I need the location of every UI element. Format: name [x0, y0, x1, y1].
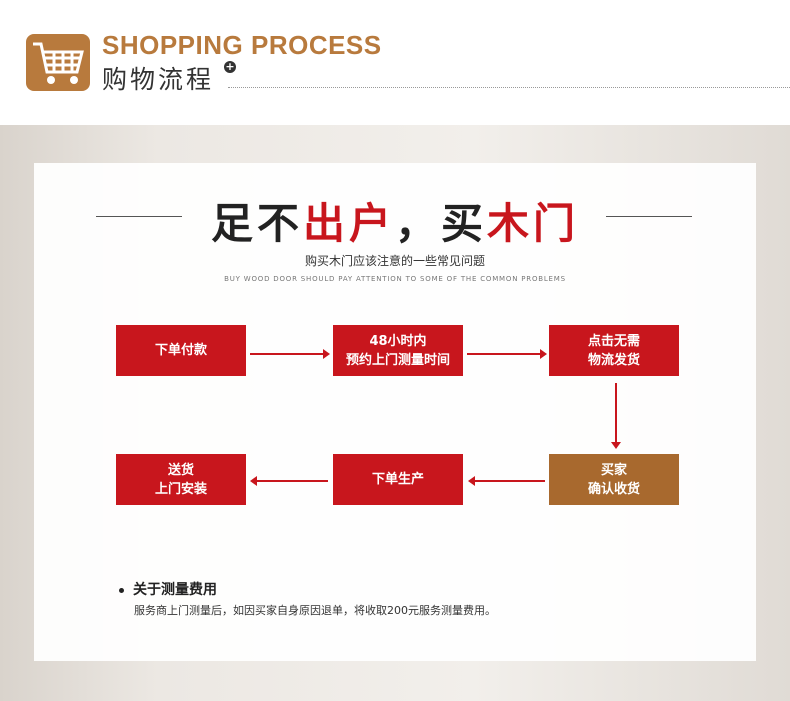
- arrow-right-icon: [467, 349, 547, 359]
- step-ship: 点击无需物流发货: [549, 325, 679, 376]
- note-heading: 关于测量费用: [119, 579, 217, 599]
- subtitle: 购买木门应该注意的一些常见问题: [304, 254, 485, 268]
- arrow-down-icon: [611, 383, 621, 449]
- arrow-right-icon: [250, 349, 330, 359]
- subtitle-en: BUY WOOD DOOR SHOULD PAY ATTENTION TO SO…: [224, 275, 566, 283]
- title-en: SHOPPING PROCESS: [102, 30, 382, 60]
- title-cn: 购物流程: [102, 65, 215, 94]
- step-install: 送货上门安装: [116, 454, 246, 505]
- plus-icon: +: [224, 60, 236, 73]
- title-part: 足不: [210, 199, 303, 248]
- step-produce: 下单生产: [333, 454, 463, 505]
- step-measure: 48小时内预约上门测量时间: [333, 325, 463, 376]
- step-confirm: 买家确认收货: [549, 454, 679, 505]
- hero-title: 足不出户，买木门: [0, 190, 790, 251]
- header: SHOPPING PROCESS 购物流程 +: [0, 0, 790, 125]
- title-part-red: 出户: [302, 199, 395, 248]
- dotted-divider: [228, 87, 790, 88]
- arrow-left-icon: [250, 476, 328, 486]
- title-part-red: 木门: [487, 199, 580, 248]
- arrow-left-icon: [468, 476, 545, 486]
- title-line-right: [606, 216, 692, 217]
- note-body: 服务商上门测量后，如因买家自身原因退单，将收取200元服务测量费用。: [134, 604, 496, 617]
- step-pay: 下单付款: [116, 325, 246, 376]
- content-panel: [34, 163, 756, 661]
- shopping-cart-icon: [26, 34, 90, 91]
- title-part: ，买: [395, 199, 488, 248]
- title-line-left: [96, 216, 182, 217]
